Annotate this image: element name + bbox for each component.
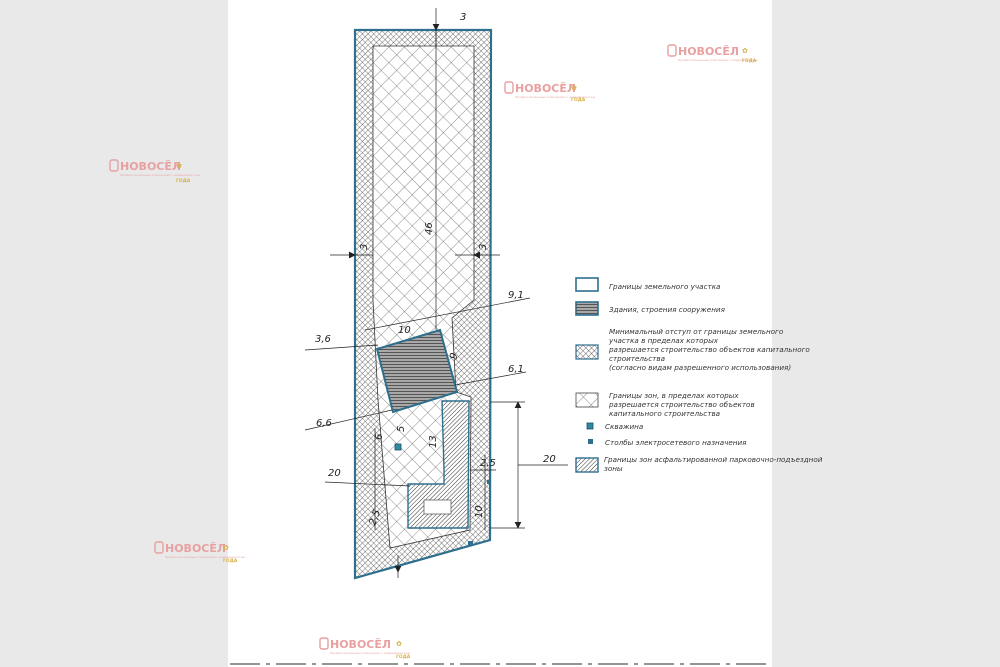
dimension-labels: 3 3 3 46 9,1 3,6 10 9 6,1 6,6 6 5 13 2,5… <box>315 12 556 527</box>
legend-text-building: Здания, строения сооружения <box>609 305 726 314</box>
dim-small-a: 6 <box>374 434 385 440</box>
legend-text-well: Скважина <box>605 422 643 431</box>
dim-bottom-small: 2,5 <box>367 508 383 527</box>
svg-text:Профессиональные помощники с н: Профессиональные помощники с недвижимост… <box>515 95 596 99</box>
legend-text-parking-2: зоны <box>604 464 623 473</box>
parking-zone <box>407 400 470 529</box>
trophy-icon: ✿ <box>571 84 577 92</box>
legend-swatch-pole <box>588 439 593 444</box>
svg-text:ГОДА: ГОДА <box>742 58 757 64</box>
trophy-icon: ✿ <box>742 47 748 55</box>
trophy-icon: ✿ <box>223 544 229 552</box>
dim-diag-upper: 9,1 <box>508 290 524 301</box>
legend-swatch-plot-boundary <box>575 277 599 292</box>
dim-small-b: 5 <box>396 426 407 432</box>
dimension-lines <box>304 8 568 578</box>
dim-right-setback: 3 <box>478 244 489 250</box>
legend-text-setback-2: участка в пределах которых <box>608 336 719 345</box>
legend: Границы земельного участка Здания, строе… <box>575 277 823 473</box>
svg-text:НОВОСЁЛ: НОВОСЁЛ <box>678 44 739 58</box>
legend-text-setback-3: разрешается строительство объектов капит… <box>608 345 810 354</box>
svg-text:НОВОСЁЛ: НОВОСЁЛ <box>515 81 576 95</box>
house-icon <box>667 44 677 57</box>
power-pole-marker <box>468 541 473 546</box>
svg-text:ГОДА: ГОДА <box>176 178 191 184</box>
legend-text-buildable-3: капитального строительства <box>609 409 720 418</box>
watermark-4: НОВОСЁЛ Профессиональные помощники с нед… <box>154 541 246 564</box>
svg-text:НОВОСЁЛ: НОВОСЁЛ <box>120 159 181 173</box>
trophy-icon: ✿ <box>176 162 182 170</box>
svg-text:Профессиональные помощники с н: Профессиональные помощники с недвижимост… <box>165 555 246 559</box>
watermark-2: НОВОСЁЛ Профессиональные помощники с нед… <box>504 81 596 103</box>
legend-text-parking-1: Границы зон асфальтированной парковочно-… <box>604 455 823 464</box>
legend-text-buildable-1: Границы зон, в пределах которых <box>609 391 739 400</box>
plot-boundary <box>353 28 493 580</box>
drawing-sheet <box>228 0 772 667</box>
well-marker <box>394 443 402 451</box>
house-icon <box>319 637 329 650</box>
dim-right-20: 20 <box>543 454 556 465</box>
dim-top-setback: 3 <box>460 12 466 23</box>
svg-text:ГОДА: ГОДА <box>571 97 586 103</box>
house-icon <box>504 81 514 94</box>
watermark-5: НОВОСЁЛ Профессиональные помощники с нед… <box>319 637 411 660</box>
dim-lower-10: 10 <box>474 505 485 518</box>
legend-swatch-parking <box>575 457 599 473</box>
dim-left-b: 6,6 <box>316 418 332 429</box>
svg-text:Профессиональные помощники с н: Профессиональные помощники с недвижимост… <box>120 173 201 177</box>
house-icon <box>109 159 119 172</box>
dim-small-c: 13 <box>428 435 439 448</box>
watermark-3: НОВОСЁЛ Профессиональные помощники с нед… <box>109 159 201 184</box>
dim-building-side: 9 <box>448 352 460 361</box>
building <box>375 328 459 414</box>
svg-text:НОВОСЁЛ: НОВОСЁЛ <box>330 637 391 651</box>
power-pole-marker-2 <box>487 480 491 484</box>
svg-text:ГОДА: ГОДА <box>396 654 411 660</box>
dim-building-width: 10 <box>398 325 411 336</box>
legend-text-pole: Столбы электросетевого назначения <box>605 438 747 447</box>
house-icon <box>154 541 164 554</box>
legend-text-setback-1: Минимальный отступ от границы земельного <box>609 327 784 336</box>
legend-text-setback-5: (согласно видам разрешенного использован… <box>609 363 791 372</box>
trophy-icon: ✿ <box>396 640 402 648</box>
dim-right-a: 6,1 <box>508 364 524 375</box>
legend-text-buildable-2: разрешается строительство объектов <box>608 400 755 409</box>
dim-length: 46 <box>424 222 435 235</box>
svg-text:НОВОСЁЛ: НОВОСЁЛ <box>165 541 226 555</box>
legend-text-plot-boundary: Границы земельного участка <box>609 282 720 291</box>
svg-text:Профессиональные помощники с н: Профессиональные помощники с недвижимост… <box>678 58 759 62</box>
dim-left-a: 3,6 <box>315 334 331 345</box>
svg-text:ГОДА: ГОДА <box>223 558 238 564</box>
svg-text:Профессиональные помощники с н: Профессиональные помощники с недвижимост… <box>330 651 411 655</box>
legend-swatch-well <box>586 422 594 430</box>
dim-left-20: 20 <box>328 468 341 479</box>
legend-text-setback-4: строительства <box>609 354 665 363</box>
dim-left-setback: 3 <box>359 244 370 250</box>
watermark-1: НОВОСЁЛ Профессиональные помощники с нед… <box>667 44 759 64</box>
dim-small-d: 2,5 <box>480 458 496 469</box>
